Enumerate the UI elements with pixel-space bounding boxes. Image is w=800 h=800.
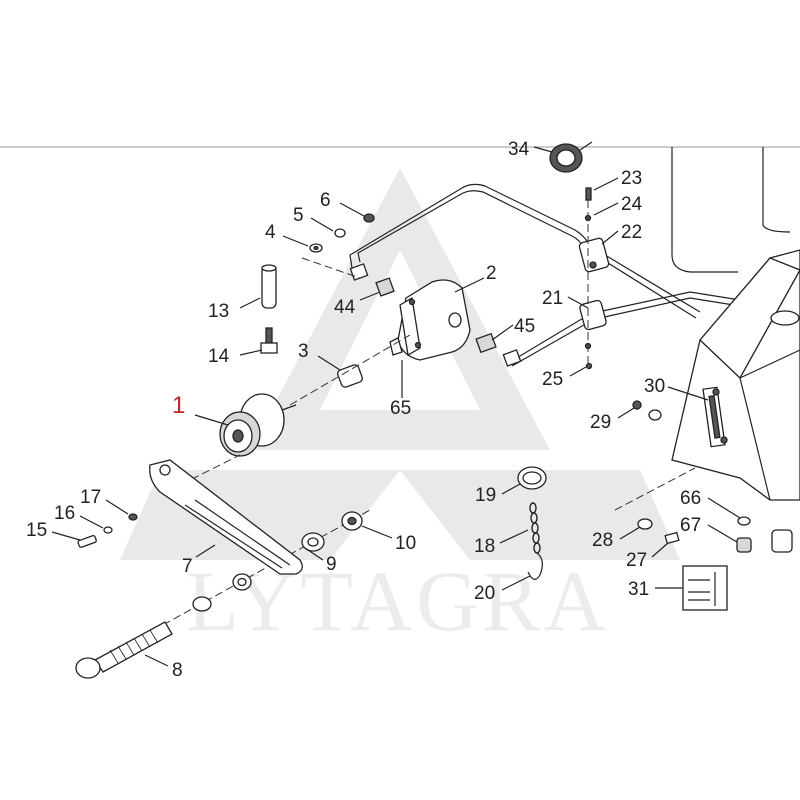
callout-10: 10 bbox=[395, 533, 416, 554]
callout-16: 16 bbox=[54, 503, 75, 524]
callout-1: 1 bbox=[172, 392, 185, 419]
watermark-text: LYTAGRA bbox=[186, 553, 609, 649]
callout-31: 31 bbox=[628, 579, 649, 600]
callout-14: 14 bbox=[208, 346, 230, 367]
callout-labels: 1 2 3 4 5 6 7 8 9 10 13 14 15 16 17 18 1… bbox=[26, 139, 701, 681]
pipe-clamps bbox=[578, 187, 610, 370]
callout-23: 23 bbox=[621, 168, 642, 189]
decal-part-31 bbox=[682, 565, 728, 611]
pump-part-2 bbox=[389, 279, 471, 361]
callout-29: 29 bbox=[590, 412, 611, 433]
chain-part-18 bbox=[517, 466, 547, 580]
callout-45: 45 bbox=[514, 316, 535, 337]
callout-67: 67 bbox=[680, 515, 701, 536]
tank-outline bbox=[671, 147, 791, 273]
leader-lines bbox=[51, 146, 741, 667]
callout-34: 34 bbox=[508, 139, 530, 160]
callout-18: 18 bbox=[474, 536, 495, 557]
callout-21: 21 bbox=[542, 288, 563, 309]
callout-24: 24 bbox=[621, 194, 643, 215]
callout-20: 20 bbox=[474, 583, 495, 604]
frame-housing bbox=[671, 249, 800, 501]
gauge-part-34 bbox=[549, 141, 593, 173]
callout-4: 4 bbox=[265, 222, 276, 243]
callout-17: 17 bbox=[80, 487, 101, 508]
callout-65: 65 bbox=[390, 398, 411, 419]
callout-2: 2 bbox=[486, 263, 497, 284]
tension-arm-part-7 bbox=[149, 459, 303, 575]
callout-25: 25 bbox=[542, 369, 563, 390]
callout-27: 27 bbox=[626, 550, 647, 571]
callout-5: 5 bbox=[293, 205, 304, 226]
hub-part-1 bbox=[219, 393, 297, 457]
callout-7: 7 bbox=[182, 556, 193, 577]
callout-3: 3 bbox=[298, 341, 309, 362]
callout-8: 8 bbox=[172, 660, 183, 681]
small-parts-left bbox=[260, 213, 375, 388]
callout-44: 44 bbox=[334, 297, 356, 318]
callout-6: 6 bbox=[320, 190, 331, 211]
callout-19: 19 bbox=[475, 485, 496, 506]
bolts-left bbox=[77, 513, 138, 548]
callout-13: 13 bbox=[208, 301, 229, 322]
callout-30: 30 bbox=[644, 376, 665, 397]
callout-28: 28 bbox=[592, 530, 613, 551]
callout-9: 9 bbox=[326, 554, 337, 575]
callout-66: 66 bbox=[680, 488, 701, 509]
callout-22: 22 bbox=[621, 222, 642, 243]
small-parts-right bbox=[632, 400, 793, 553]
callout-15: 15 bbox=[26, 520, 47, 541]
adjust-screw-part-8 bbox=[75, 511, 363, 679]
level-gauge-part-30 bbox=[702, 386, 728, 448]
